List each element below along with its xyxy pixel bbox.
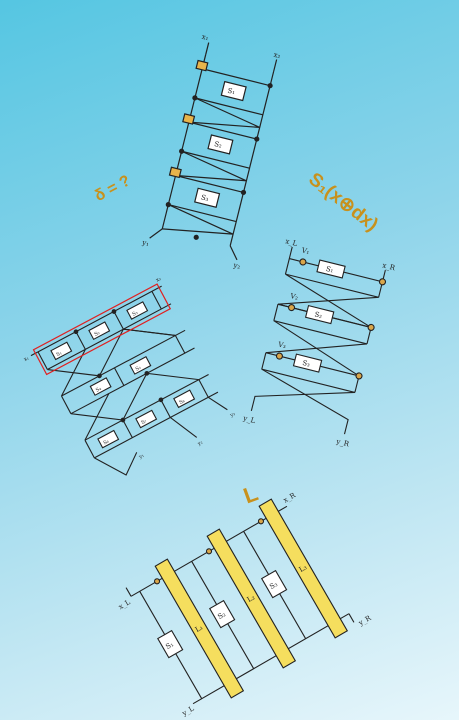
right-s1-label: S₁: [325, 265, 334, 275]
right-terminal-xl: x_L: [284, 237, 298, 248]
top-terminal-y1: y₁: [140, 238, 150, 248]
bottom-l3-label: L₃: [298, 563, 309, 574]
bottom-terminal-yl: y_L: [180, 704, 196, 718]
bottom-s3-label: S₃: [268, 580, 279, 591]
left-terminal-y1: y₁: [137, 453, 145, 461]
top-s2-label: S₂: [213, 140, 222, 150]
left-s3-label: S₃: [131, 310, 139, 318]
right-s2-label: S₂: [314, 310, 323, 320]
right-terminal-yl: y_L: [241, 414, 256, 425]
top-s1-label: S₁: [227, 87, 236, 97]
bottom-terminal-xl: x_L: [117, 598, 132, 611]
left-s6-label: S₆: [102, 439, 110, 447]
left-s4-label: S₄: [95, 386, 103, 394]
bottom-terminal-yr: y_R: [357, 614, 374, 628]
bottom-s1-label: S₁: [164, 640, 175, 651]
right-s3-label: S₃: [302, 359, 311, 369]
left-s5-label: S₅: [135, 365, 143, 373]
right-v3-label: V₃: [276, 340, 287, 350]
right-terminal-xr: x_R: [381, 261, 396, 272]
bottom-l1-label: L₁: [194, 623, 205, 634]
bottom-terminal-xr: x_R: [282, 491, 298, 505]
left-s8-label: S₈: [178, 398, 186, 406]
bottom-l2-label: L₂: [246, 593, 257, 604]
right-terminal-yr: y_R: [335, 437, 351, 448]
left-s2-label: S₂: [93, 330, 101, 338]
left-s7-label: S₇: [140, 418, 148, 426]
right-v2-label: V₂: [288, 292, 299, 302]
left-terminal-x2: x₂: [155, 276, 162, 284]
top-terminal-y2: y₂: [232, 261, 242, 271]
right-v1-label: V₁: [300, 246, 311, 256]
left-s1-label: S₁: [55, 350, 63, 358]
top-terminal-x1: x₁: [201, 33, 210, 42]
top-s3-label: S₃: [200, 193, 209, 203]
left-terminal-y3: y₃: [228, 411, 236, 419]
top-terminal-x2: x₂: [273, 51, 282, 60]
left-terminal-x1: x₁: [23, 355, 30, 363]
bottom-s2-label: S₂: [216, 610, 227, 621]
left-terminal-y2: y₂: [196, 440, 204, 448]
